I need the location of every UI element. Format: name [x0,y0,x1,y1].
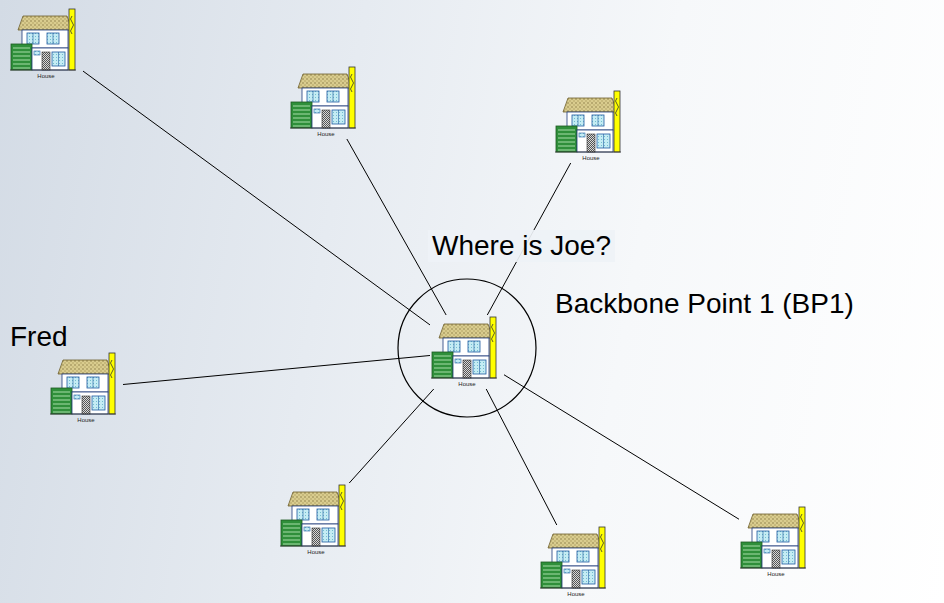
node-label: Fred [10,321,68,353]
house-caption: House [431,380,503,388]
house-caption: House [740,570,812,578]
house-caption: House [10,72,82,80]
house-node: House [540,526,612,598]
house-node: House [555,90,627,162]
house-caption: House [540,590,612,598]
house-caption: House [290,130,362,138]
house-icon [10,9,76,70]
node-label: Backbone Point 1 (BP1) [555,288,854,320]
house-node: House [10,8,82,80]
house-icon [290,66,362,130]
message-label: Where is Joe? [428,230,615,262]
connector-line [123,355,430,384]
house-node: House [740,506,812,578]
house-icon [50,352,122,416]
house-icon [280,485,346,546]
connector-line [486,389,557,525]
house-icon [740,507,806,568]
house-icon [290,67,356,128]
house-icon [431,316,503,380]
house-caption: House [555,154,627,162]
house-caption: House [50,416,122,424]
connector-line [349,389,433,483]
house-node: FredHouse [50,352,122,424]
house-node: House [290,66,362,138]
connector-line [83,71,430,325]
house-icon [740,506,812,570]
house-icon [555,91,621,152]
connector-line [504,375,739,519]
circle-outline [398,279,536,417]
house-caption: House [280,548,352,556]
house-icon [10,8,82,72]
backbone-circle: Backbone Point 1 (BP1)House [397,278,537,418]
house-icon [555,90,627,154]
house-node: House [280,484,352,556]
house-node: House [431,316,503,388]
house-icon [540,527,606,588]
house-icon [540,526,612,590]
house-icon [50,353,116,414]
house-icon [280,484,352,548]
house-icon [431,317,497,378]
